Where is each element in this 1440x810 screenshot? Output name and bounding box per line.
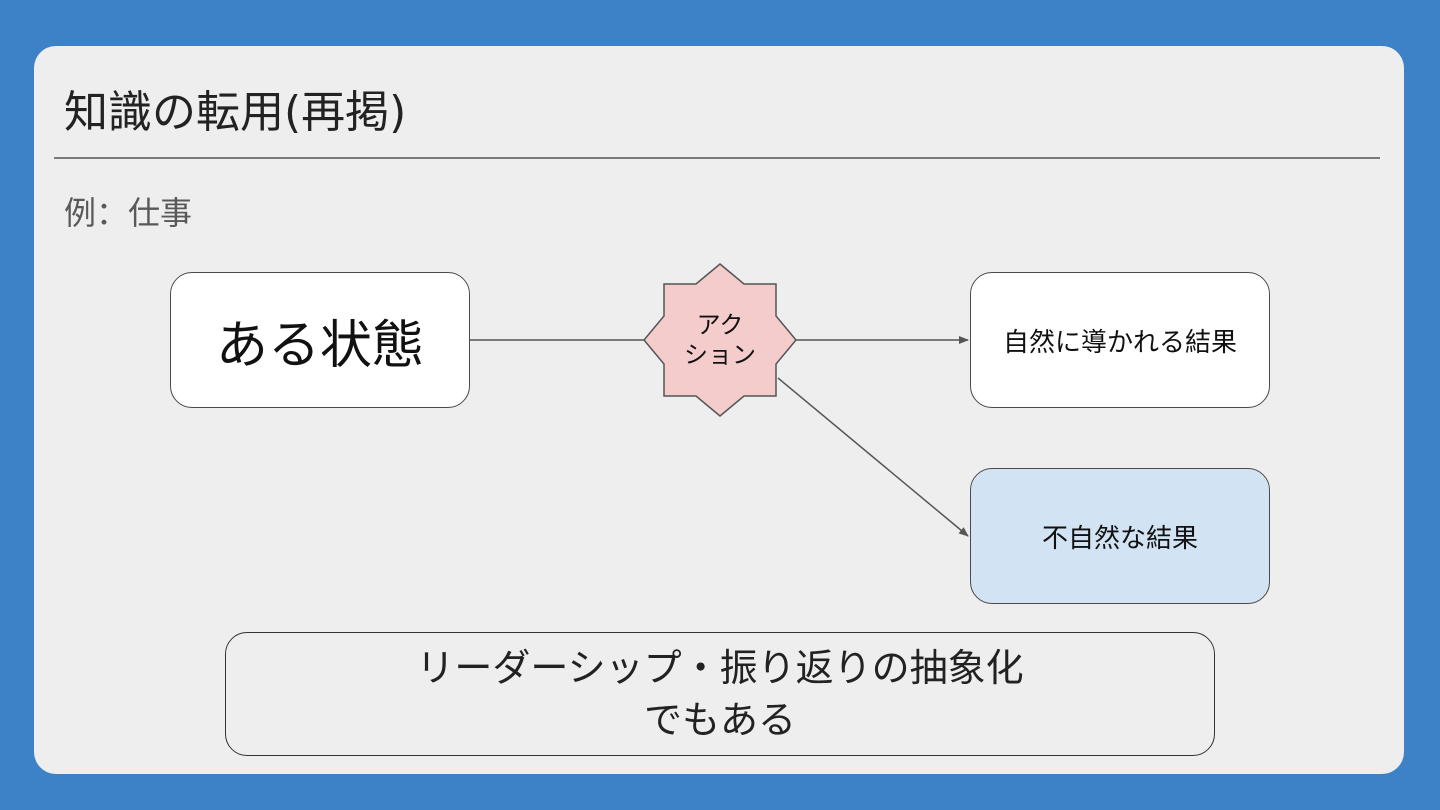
natural-result-box: 自然に導かれる結果 [970, 272, 1270, 408]
note-line1: リーダーシップ・振り返りの抽象化 [416, 646, 1024, 690]
natural-result-label: 自然に導かれる結果 [1002, 327, 1237, 358]
arrow-action-to-unnatural [777, 377, 969, 537]
state-box: ある状態 [170, 272, 470, 408]
action-label-line1: アク [696, 311, 744, 339]
note-box: リーダーシップ・振り返りの抽象化 でもある [225, 632, 1215, 756]
unnatural-result-box: 不自然な結果 [970, 468, 1270, 604]
slide-subtitle: 例：仕事 [64, 194, 193, 232]
action-star-shape [643, 263, 797, 417]
title-divider [54, 157, 1380, 159]
state-label: ある状態 [215, 315, 424, 376]
slide-title: 知識の転用(再掲) [64, 87, 407, 138]
action-label-line2: ション [684, 341, 756, 369]
note-line2: でもある [643, 698, 796, 742]
unnatural-result-label: 不自然な結果 [1041, 523, 1198, 554]
action-star-label: アク ション [660, 304, 780, 376]
